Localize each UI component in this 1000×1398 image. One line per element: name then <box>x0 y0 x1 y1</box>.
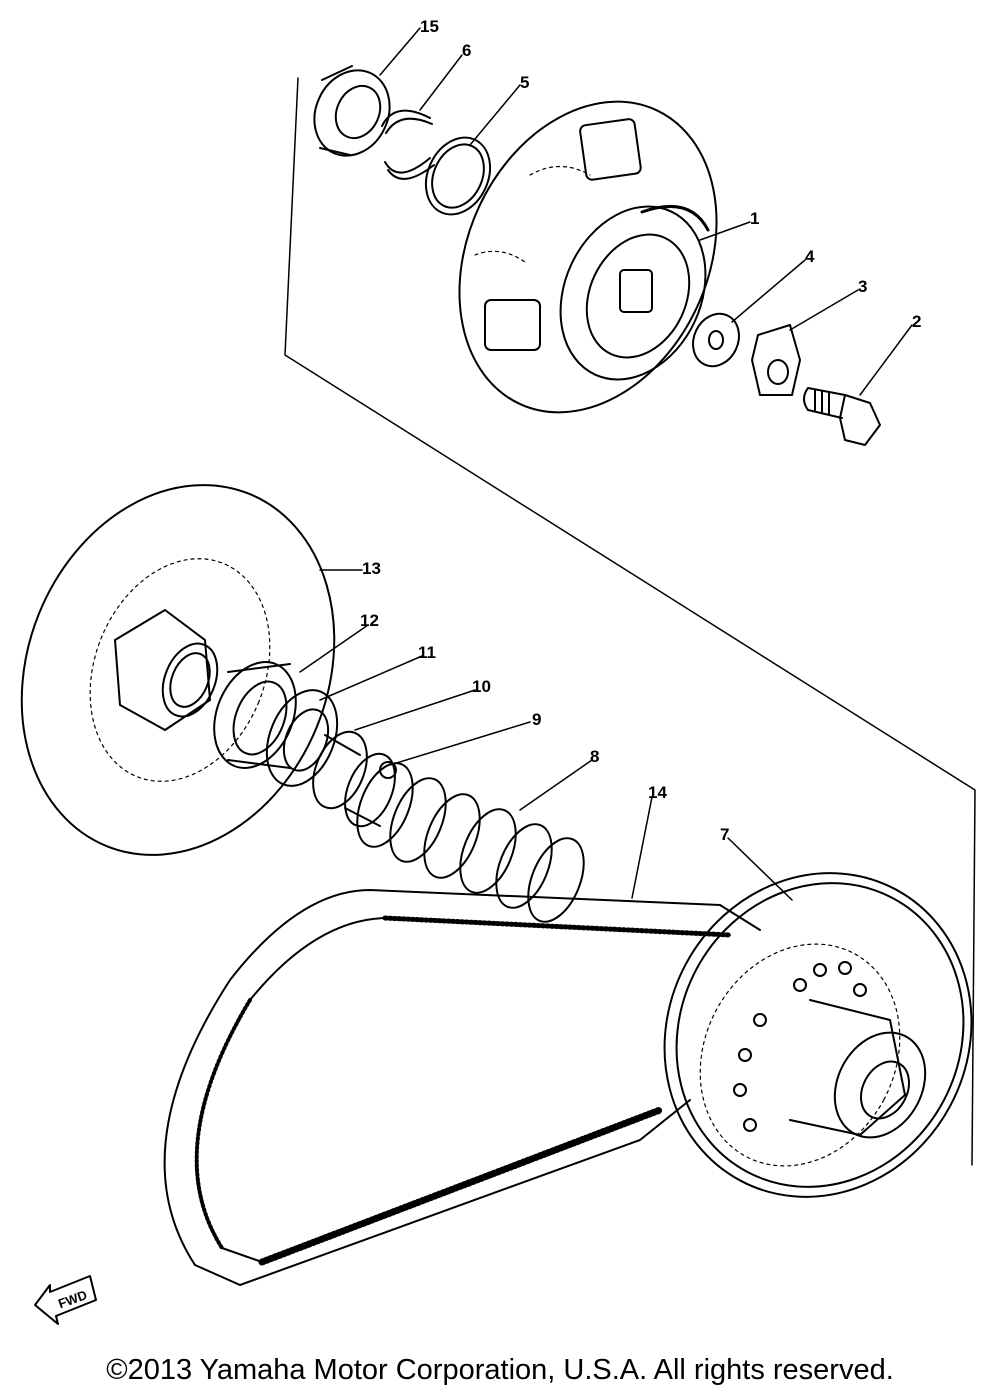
label-8: 8 <box>590 747 599 766</box>
forward-arrow-icon: FWD <box>34 1275 97 1325</box>
label-12: 12 <box>360 611 379 630</box>
part-14-drive-belt <box>163 889 761 1286</box>
fwd-label: FWD <box>56 1287 89 1311</box>
part-8-spring <box>356 762 585 923</box>
part-number-labels: 15 6 5 1 4 3 2 13 12 11 10 9 8 14 7 <box>360 17 921 844</box>
part-6-collar-halves <box>381 109 435 180</box>
label-6: 6 <box>462 41 471 60</box>
copyright-notice: ©2013 Yamaha Motor Corporation, U.S.A. A… <box>106 1354 894 1386</box>
label-1: 1 <box>750 209 759 228</box>
label-9: 9 <box>532 710 541 729</box>
label-4: 4 <box>805 247 815 266</box>
assembly-outline <box>284 77 976 1166</box>
part-11-collar <box>265 689 339 787</box>
part-2-bolt <box>803 387 881 446</box>
part-10-spring-seat <box>312 730 396 828</box>
label-11: 11 <box>418 643 436 662</box>
label-13: 13 <box>362 559 381 578</box>
label-15: 15 <box>420 17 439 36</box>
part-4-washer <box>692 312 740 368</box>
label-7: 7 <box>720 825 729 844</box>
label-5: 5 <box>520 73 529 92</box>
part-1-primary-sheave <box>458 100 718 414</box>
part-12-bearing <box>213 661 297 769</box>
part-13-sheave <box>20 484 336 856</box>
part-5-circlip <box>424 136 492 216</box>
leader-lines <box>299 27 913 901</box>
part-3-lock-washer <box>751 324 801 396</box>
label-14: 14 <box>648 783 667 802</box>
label-2: 2 <box>912 312 921 331</box>
label-10: 10 <box>472 677 491 696</box>
label-3: 3 <box>858 277 867 296</box>
part-15-oil-seal <box>313 65 391 157</box>
exploded-parts-diagram: 15 6 5 1 4 3 2 13 12 11 10 9 8 14 7 FWD <box>20 17 976 1325</box>
part-7-secondary-sheave <box>663 872 973 1198</box>
